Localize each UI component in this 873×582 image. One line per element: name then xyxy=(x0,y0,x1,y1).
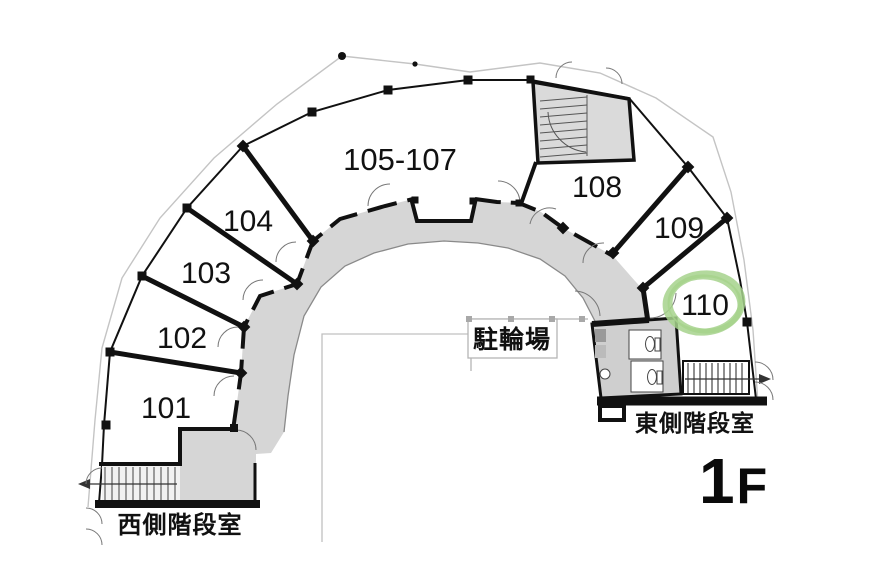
floor-label: 1F xyxy=(699,445,767,517)
stair-direction-arrow xyxy=(759,374,771,384)
west-staircase-label: 西側階段室 xyxy=(118,511,243,539)
site-boundary xyxy=(87,55,759,508)
room-label-101: 101 xyxy=(141,392,191,425)
corridor-outer-wall xyxy=(231,197,414,431)
entrance-notch-wall xyxy=(409,197,478,223)
room-label-105-107: 105-107 xyxy=(343,142,457,177)
room-label-110: 110 xyxy=(681,289,729,322)
room-110-highlight-circle xyxy=(662,270,746,336)
room-label-109: 109 xyxy=(654,212,704,245)
west-staircase xyxy=(78,427,260,508)
corridor-inner-edge xyxy=(283,240,598,433)
corridor-outer-wall-right xyxy=(474,197,614,258)
bicycle-parking-label: 駐輪場 xyxy=(473,325,551,354)
east-stair-run xyxy=(682,360,750,395)
room-label-108: 108 xyxy=(572,171,622,204)
upper-staircase xyxy=(531,79,636,165)
toilet-stall xyxy=(628,329,662,360)
bicycle-parking-area xyxy=(321,316,588,542)
sink-fixture xyxy=(595,345,606,358)
east-block xyxy=(590,316,771,422)
room-label-104: 104 xyxy=(223,205,273,238)
bicycle-parking-label-box xyxy=(467,318,558,359)
sink xyxy=(599,368,611,380)
corridor xyxy=(225,199,648,456)
bicycle-parking-posts xyxy=(466,316,585,322)
room-label-103: 103 xyxy=(181,257,231,290)
sink-fixture xyxy=(595,329,606,342)
toilet-stall xyxy=(630,360,664,393)
east-entry-step xyxy=(598,404,626,422)
west-stair-landing xyxy=(180,429,256,502)
door-swing-arcs xyxy=(85,61,774,546)
east-staircase-label: 東側階段室 xyxy=(635,410,755,436)
stair-direction-arrow xyxy=(78,479,90,489)
room-label-102: 102 xyxy=(157,322,207,355)
unit-partition-walls xyxy=(109,144,729,376)
